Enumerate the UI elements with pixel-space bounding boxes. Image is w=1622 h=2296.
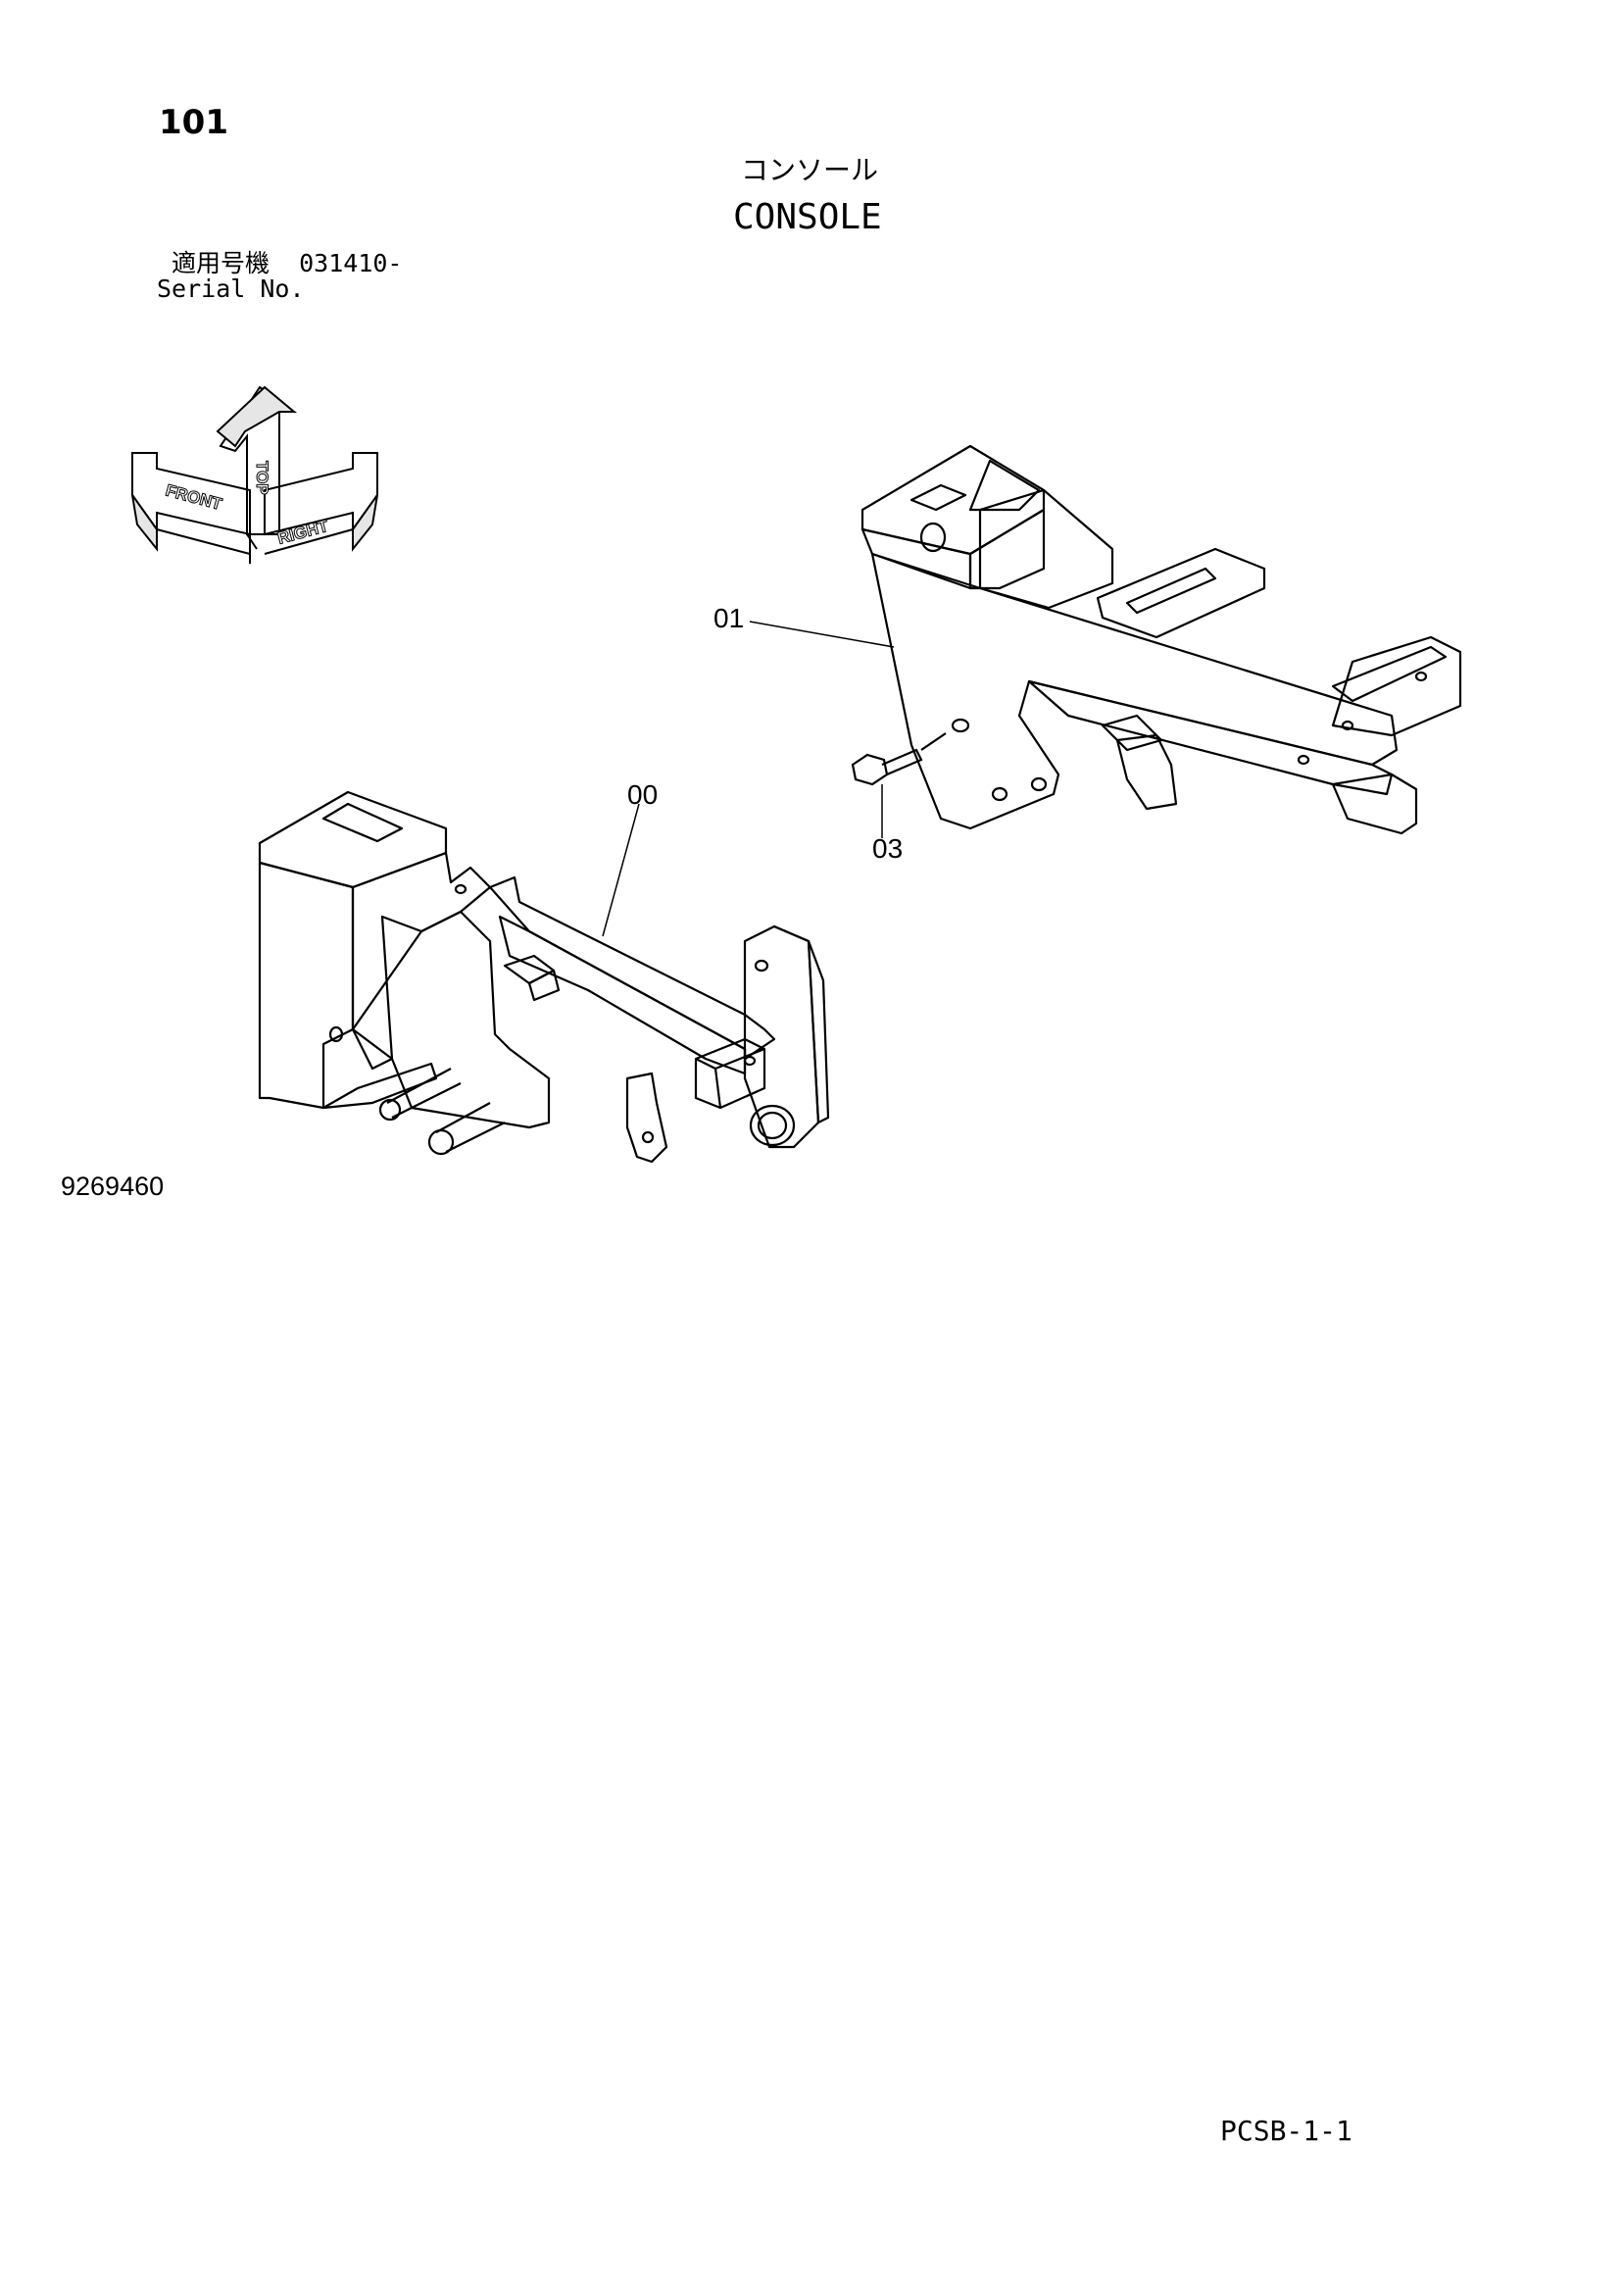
callout-03: 03 xyxy=(872,833,903,864)
callout-01: 01 xyxy=(713,603,744,633)
figure-number: 9269460 xyxy=(61,1172,165,1201)
bolt-part-03 xyxy=(851,732,947,786)
page-number: 101 xyxy=(159,103,228,142)
leader-lines xyxy=(602,621,895,937)
orientation-indicator xyxy=(131,385,378,564)
title-japanese: コンソール xyxy=(741,154,879,186)
serial-line-japanese: 適用号機 031410- xyxy=(172,251,402,275)
lower-console-frame xyxy=(258,790,830,1164)
serial-label-japanese: 適用号機 xyxy=(172,249,270,277)
serial-label-english: Serial No. xyxy=(157,275,305,303)
label-front: FRONT xyxy=(164,481,224,515)
serial-value: 031410- xyxy=(299,249,403,277)
sheet-id: PCSB-1-1 xyxy=(1220,2115,1352,2147)
title-english: CONSOLE xyxy=(733,197,882,237)
callout-00: 00 xyxy=(627,779,658,810)
label-top: TOP xyxy=(253,461,271,495)
callout-labels: 01 00 03 xyxy=(627,603,903,864)
upper-console-frame xyxy=(860,444,1462,835)
